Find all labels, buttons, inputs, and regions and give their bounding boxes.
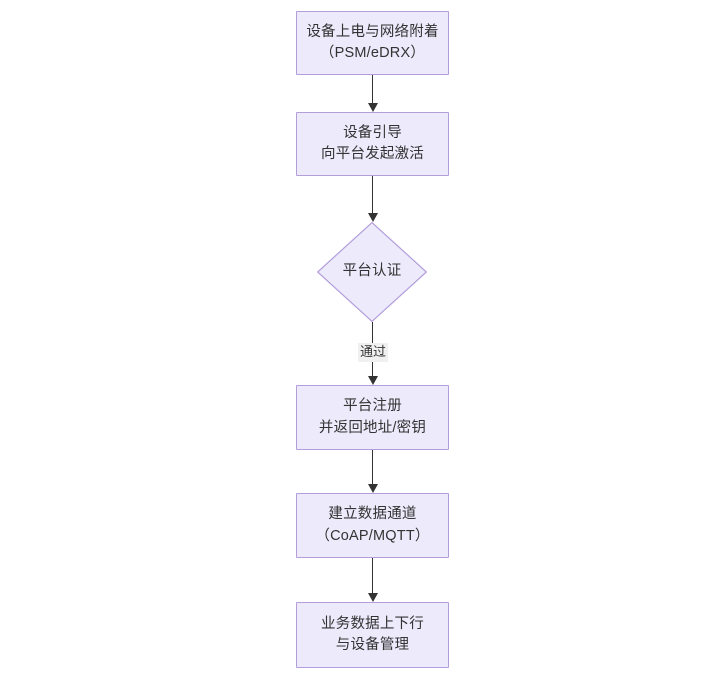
node-bootstrap-line1: 设备引导	[343, 124, 402, 141]
connector-bootstrap-to-platform-auth	[367, 176, 378, 222]
node-platform-register-line1: 平台注册	[343, 398, 402, 415]
node-platform-auth[interactable]: 平台认证	[317, 222, 427, 322]
connector-data-channel-to-business-data	[367, 558, 378, 602]
node-power-on[interactable]: 设备上电与网络附着 （PSM/eDRX）	[296, 11, 449, 75]
node-power-on-line2: （PSM/eDRX）	[319, 45, 426, 61]
node-business-data[interactable]: 业务数据上下行 与设备管理	[296, 602, 449, 668]
connector-line	[372, 176, 373, 213]
node-data-channel-line2: （CoAP/MQTT）	[315, 527, 430, 544]
arrowhead-icon	[367, 484, 378, 493]
connector-line	[372, 558, 373, 593]
node-business-data-line2: 与设备管理	[335, 637, 410, 653]
node-platform-auth-label: 平台认证	[342, 263, 402, 280]
node-platform-register[interactable]: 平台注册 并返回地址/密钥	[296, 385, 449, 450]
connector-line	[372, 450, 373, 484]
node-bootstrap-line2: 向平台发起激活	[321, 146, 424, 162]
node-power-on-line1: 设备上电与网络附着	[306, 23, 439, 40]
edge-label-pass: 通过	[357, 343, 389, 362]
connector-power-on-to-bootstrap	[367, 75, 378, 112]
node-business-data-line1: 业务数据上下行	[321, 615, 424, 632]
node-platform-register-line2: 并返回地址/密钥	[318, 419, 427, 436]
arrowhead-icon	[367, 213, 378, 222]
diamond-shape-icon	[317, 222, 427, 322]
connector-platform-register-to-data-channel	[367, 450, 378, 493]
arrowhead-icon	[367, 103, 378, 112]
node-bootstrap[interactable]: 设备引导 向平台发起激活	[296, 112, 449, 176]
arrowhead-icon	[367, 376, 378, 385]
node-data-channel-line1: 建立数据通道	[328, 506, 417, 523]
arrowhead-icon	[367, 593, 378, 602]
node-data-channel[interactable]: 建立数据通道 （CoAP/MQTT）	[296, 493, 449, 558]
connector-line	[372, 75, 373, 103]
